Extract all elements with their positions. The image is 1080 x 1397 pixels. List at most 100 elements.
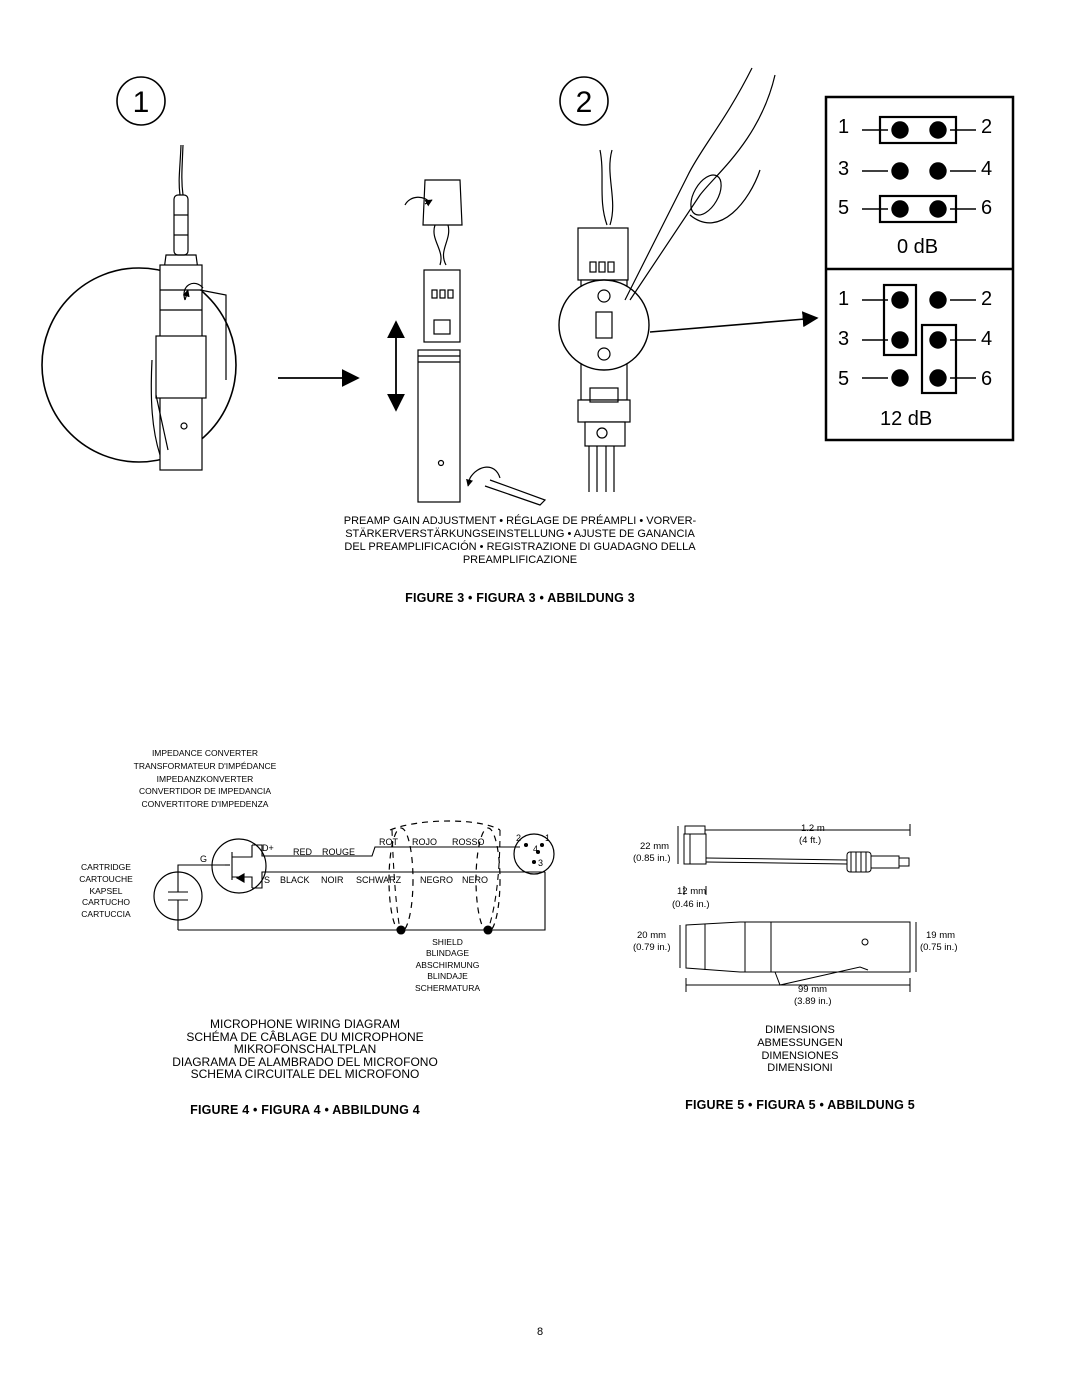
impedance-converter-line: IMPEDANZKONVERTER (156, 773, 254, 784)
figure-4-title: FIGURE 4 • FIGURA 4 • ABBILDUNG 4 (190, 1103, 420, 1117)
step-2-disassembly-illustration (404, 179, 547, 506)
shield-label: SHIELD BLINDAGE ABSCHIRMUNG BLINDAJE SCH… (390, 937, 505, 994)
black-en: BLACK (280, 875, 310, 885)
black-es: NEGRO (420, 875, 453, 885)
jumper-pin (929, 369, 947, 387)
body-length: 99 mm (798, 984, 827, 995)
xlr-pin-4: 4 (533, 844, 538, 854)
black-it: NERO (462, 875, 488, 885)
body-left-dia: 20 mm (637, 930, 666, 941)
jumper-0db-pin-1: 1 (838, 116, 850, 138)
head-width-in: (0.46 in.) (672, 899, 710, 910)
step-1-microphone-illustration (41, 144, 237, 471)
cartridge-line: CARTUCCIA (81, 909, 131, 920)
cartridge-line: CARTUCHO (81, 897, 130, 908)
shield-line: BLINDAGE (426, 948, 469, 959)
figure-4-caption-line: SCHEMA CIRCUITALE DEL MICROFONO (190, 1067, 420, 1082)
figure-5-caption: DIMENSIONS ABMESSUNGEN DIMENSIONES DIMEN… (700, 1024, 900, 1075)
jumper-panel (824, 95, 1015, 442)
drain-label: D+ (262, 843, 274, 853)
jumper-pin (929, 331, 947, 349)
black-de: SCHWARZ (356, 875, 402, 885)
figure-5-title: FIGURE 5 • FIGURA 5 • ABBILDUNG 5 (685, 1098, 915, 1112)
body-right-dia: 19 mm (926, 930, 955, 941)
xlr-pin-1: 1 (545, 833, 550, 843)
jumper-0db-pin-4: 4 (981, 158, 993, 180)
step-2-number: 2 (576, 86, 593, 119)
preamp-board-illustration (558, 67, 776, 492)
jumper-cap (878, 115, 958, 145)
figure-3-caption-line: DEL PREAMPLIFICACIÓN • REGISTRAZIONE DI … (344, 541, 696, 553)
body-left-dia-in: (0.79 in.) (633, 942, 671, 953)
cartridge-line: CARTOUCHE (79, 873, 133, 884)
body-length-in: (3.89 in.) (794, 996, 832, 1007)
figure-5-caption-line: DIMENSIONES (761, 1049, 839, 1062)
cable-length-ft: (4 ft.) (799, 835, 821, 846)
jumper-pin (929, 291, 947, 309)
impedance-converter-line: CONVERTIDOR DE IMPEDANCIA (138, 786, 272, 797)
step-1-badge: 1 (116, 76, 166, 126)
cartridge-label: CARTRIDGE CARTOUCHE KAPSEL CARTUCHO CART… (60, 862, 152, 921)
impedance-converter-line: CONVERTITORE D'IMPEDENZA (141, 799, 269, 810)
cable-length: 1.2 m (801, 823, 825, 834)
figure-4-caption: MICROPHONE WIRING DIAGRAM SCHÉMA DE CÂBL… (140, 1018, 470, 1081)
jumper-12db-pin-2: 2 (981, 288, 993, 310)
figure-3-caption-line: PREAMPLIFICAZIONE (462, 554, 578, 566)
figure-5-caption-line: DIMENSIONI (767, 1062, 833, 1075)
head-height-in: (0.85 in.) (633, 853, 671, 864)
jumper-0db-pin-2: 2 (981, 116, 993, 138)
jumper-0db-pin-5: 5 (838, 197, 850, 219)
jumper-pin (891, 369, 909, 387)
wiring-diagram-labels: G D+ S RED ROUGE ROT ROJO ROSSO BLACK NO… (200, 833, 550, 885)
figure-5-caption-line: ABMESSUNGEN (757, 1036, 843, 1049)
body-right-dia-in: (0.75 in.) (920, 942, 958, 953)
impedance-converter-line: IMPEDANCE CONVERTER (151, 748, 259, 758)
jumper-0db-pin-3: 3 (838, 158, 850, 180)
xlr-pin-2: 2 (516, 833, 521, 843)
dimension-labels: 1.2 m (4 ft.) 22 mm (0.85 in.) 12 mm (0.… (633, 823, 958, 1007)
shield-line: SCHERMATURA (414, 982, 480, 993)
impedance-converter-line: TRANSFORMATEUR D'IMPÉDANCE (133, 760, 277, 771)
figure-3-caption-line: STÄRKERVERSTÄRKUNGSEINSTELLUNG • AJUSTE … (345, 528, 695, 540)
jumper-cap (882, 283, 918, 357)
figure-4-caption-line: MICROPHONE WIRING DIAGRAM (209, 1017, 400, 1031)
page-number: 8 (536, 1326, 544, 1338)
red-es: ROJO (412, 837, 437, 847)
wiring-diagram (153, 820, 555, 935)
jumper-0db-label: 0 dB (897, 236, 939, 258)
black-fr: NOIR (321, 875, 344, 885)
step-2-badge: 2 (559, 76, 609, 126)
shield-line: ABSCHIRMUNG (415, 959, 480, 970)
xlr-pin-3: 3 (538, 858, 543, 868)
jumper-pin (929, 200, 947, 218)
jumper-12db-pin-1: 1 (838, 288, 850, 310)
jumper-pin (891, 162, 909, 180)
figure-3-title: FIGURE 3 • FIGURA 3 • ABBILDUNG 3 (405, 591, 635, 605)
figure-4-caption-line: SCHÉMA DE CÂBLAGE DU MICROPHONE (186, 1029, 424, 1044)
jumper-pin (891, 200, 909, 218)
figure-4-caption-line: DIAGRAMA DE ALAMBRADO DEL MICROFONO (172, 1054, 438, 1069)
arrow-to-jumper-panel (649, 311, 819, 333)
figure-4-caption-line: MIKROFONSCHALTPLAN (233, 1042, 377, 1057)
dimensions-drawing (677, 824, 917, 992)
jumper-cap (878, 194, 958, 224)
jumper-12db-pin-3: 3 (838, 328, 850, 350)
cartridge-line: CARTRIDGE (81, 862, 131, 872)
jumper-pin (891, 121, 909, 139)
red-de: ROT (379, 837, 399, 847)
figure-3-caption-line: PREAMP GAIN ADJUSTMENT • RÉGLAGE DE PRÉA… (343, 515, 697, 527)
source-label: S (264, 875, 270, 885)
jumper-12db-label: 12 dB (880, 408, 933, 430)
jumper-pin (891, 291, 909, 309)
figure-5-caption-line: DIMENSIONS (765, 1024, 835, 1036)
jumper-pin (891, 331, 909, 349)
cartridge-line: KAPSEL (89, 885, 123, 896)
jumper-pin (929, 162, 947, 180)
jumper-cap (920, 323, 958, 395)
impedance-converter-label: IMPEDANCE CONVERTER TRANSFORMATEUR D'IMP… (100, 747, 310, 811)
red-en: RED (293, 847, 313, 857)
step-1-number: 1 (133, 86, 150, 119)
shield-line: SHIELD (432, 937, 463, 947)
jumper-pin (929, 121, 947, 139)
